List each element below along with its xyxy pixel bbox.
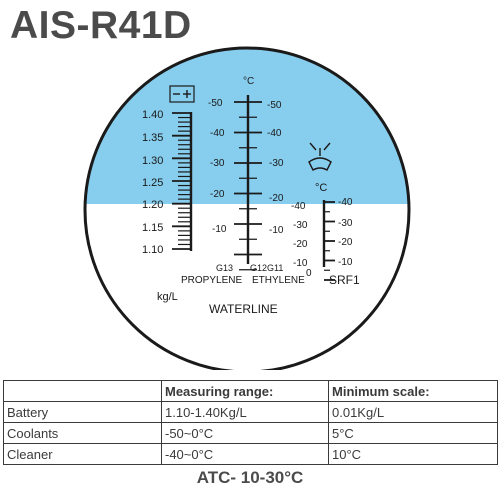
propylene-tick-label: -40 (210, 128, 225, 139)
cleaner-tick-label: -30 (293, 220, 308, 231)
glycol-ticks (234, 101, 262, 271)
table-header: Minimum scale: (328, 380, 498, 402)
cleaner-tick-label: 0 (306, 268, 312, 279)
model-title: AIS-R41D (10, 4, 192, 47)
ethylene-tick-label: -30 (269, 158, 284, 169)
table-cell: -40~0°C (161, 443, 329, 465)
cleaner-tick-label: -10 (338, 257, 353, 268)
table-header (3, 380, 162, 402)
lens-outline (83, 46, 411, 370)
propylene-tick-label: -50 (208, 98, 223, 109)
battery-tick-label: 1.40 (142, 109, 163, 121)
table-cell: 1.10-1.40Kg/L (161, 401, 329, 423)
spec-table: Measuring range: Minimum scale: Battery … (3, 380, 498, 465)
refractometer-scale: 1.40 1.35 1.30 1.25 1.20 1.15 1.10 kg/L … (83, 46, 411, 370)
cleaner-tick-label: -40 (291, 201, 306, 212)
cleaner-tick-label: -10 (293, 258, 308, 269)
table-cell: Battery (3, 401, 162, 423)
table-cell: 10°C (328, 443, 498, 465)
battery-unit: kg/L (157, 291, 178, 303)
waterline-label: WATERLINE (209, 302, 278, 316)
cleaner-ticks (324, 201, 335, 281)
cleaner-tick-label: -40 (338, 197, 353, 208)
propylene-code: G13 (216, 263, 233, 273)
battery-icon (169, 85, 195, 103)
battery-tick-label: 1.25 (142, 177, 163, 189)
propylene-tick-label: -30 (210, 158, 225, 169)
atc-note: ATC- 10-30°C (196, 468, 304, 487)
table-header-row: Measuring range: Minimum scale: (3, 380, 498, 402)
ethylene-tick-label: -10 (269, 225, 284, 236)
cleaner-tick-label: -20 (293, 239, 308, 250)
cleaner-tick-label: -30 (338, 218, 353, 229)
table-row: Cleaner -40~0°C 10°C (3, 443, 498, 465)
cleaner-unit: °C (315, 182, 327, 194)
ethylene-tick-label: -40 (267, 128, 282, 139)
propylene-label: PROPYLENE (181, 275, 242, 286)
cleaner-label: SRF1 (329, 273, 360, 287)
table-cell: -50~0°C (161, 422, 329, 444)
ethylene-tick-label: -20 (269, 193, 284, 204)
blue-field (85, 48, 409, 204)
battery-tick-label: 1.15 (142, 222, 163, 234)
table-header: Measuring range: (161, 380, 329, 402)
propylene-tick-label: -20 (210, 189, 225, 200)
table-cell: Coolants (3, 422, 162, 444)
battery-tick-label: 1.35 (142, 132, 163, 144)
windshield-washer-icon (308, 142, 332, 171)
battery-tick-label: 1.30 (142, 155, 163, 167)
battery-tick-label: 1.20 (142, 199, 163, 211)
white-field (85, 204, 409, 370)
center-unit: °C (243, 76, 254, 87)
ethylene-tick-label: -50 (267, 100, 282, 111)
table-row: Coolants -50~0°C 5°C (3, 422, 498, 444)
cleaner-tick-label: -20 (338, 237, 353, 248)
battery-tick-label: 1.10 (142, 244, 163, 256)
table-cell: 0.01Kg/L (328, 401, 498, 423)
table-cell: 5°C (328, 422, 498, 444)
ethylene-label: ETHYLENE (252, 275, 305, 286)
battery-minor-ticks (172, 112, 191, 250)
ethylene-code: G12G11 (250, 263, 283, 273)
table-row: Battery 1.10-1.40Kg/L 0.01Kg/L (3, 401, 498, 423)
propylene-tick-label: -10 (212, 224, 227, 235)
table-cell: Cleaner (3, 443, 162, 465)
